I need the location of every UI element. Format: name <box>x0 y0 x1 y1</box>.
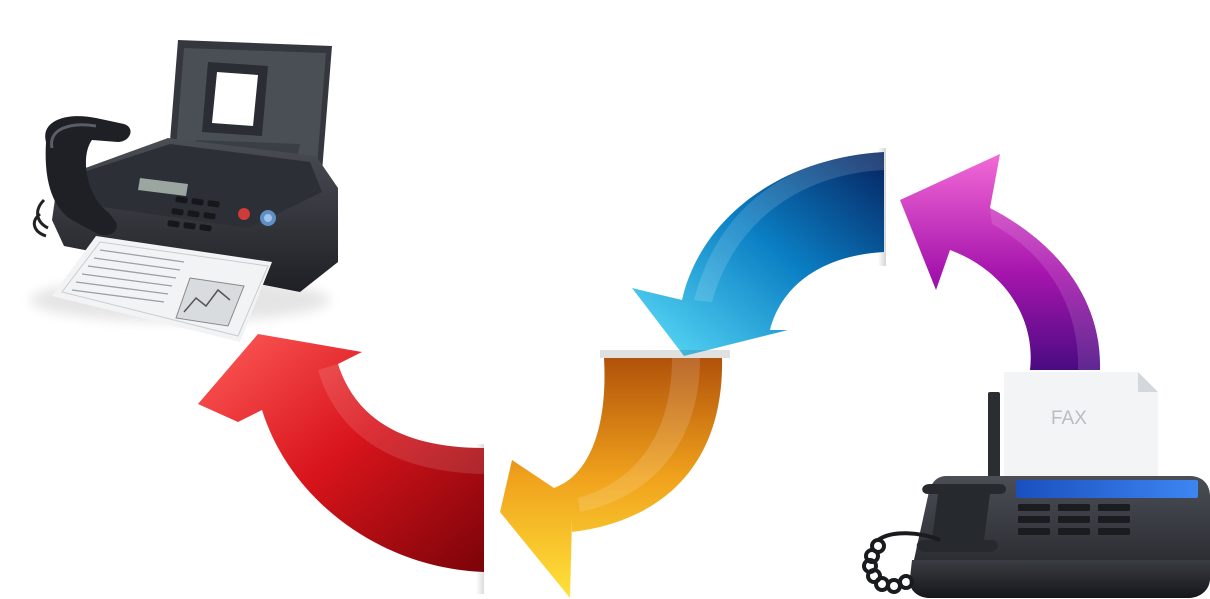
orange-arrow <box>500 350 730 598</box>
magenta-arrow <box>900 154 1100 370</box>
fax-paper-label: FAX <box>1051 408 1087 429</box>
cyan-arrow <box>632 148 886 356</box>
vector-fax-machine-icon: FAX <box>864 372 1210 598</box>
photo-fax-machine-icon <box>30 40 338 342</box>
red-arrow <box>198 334 484 594</box>
